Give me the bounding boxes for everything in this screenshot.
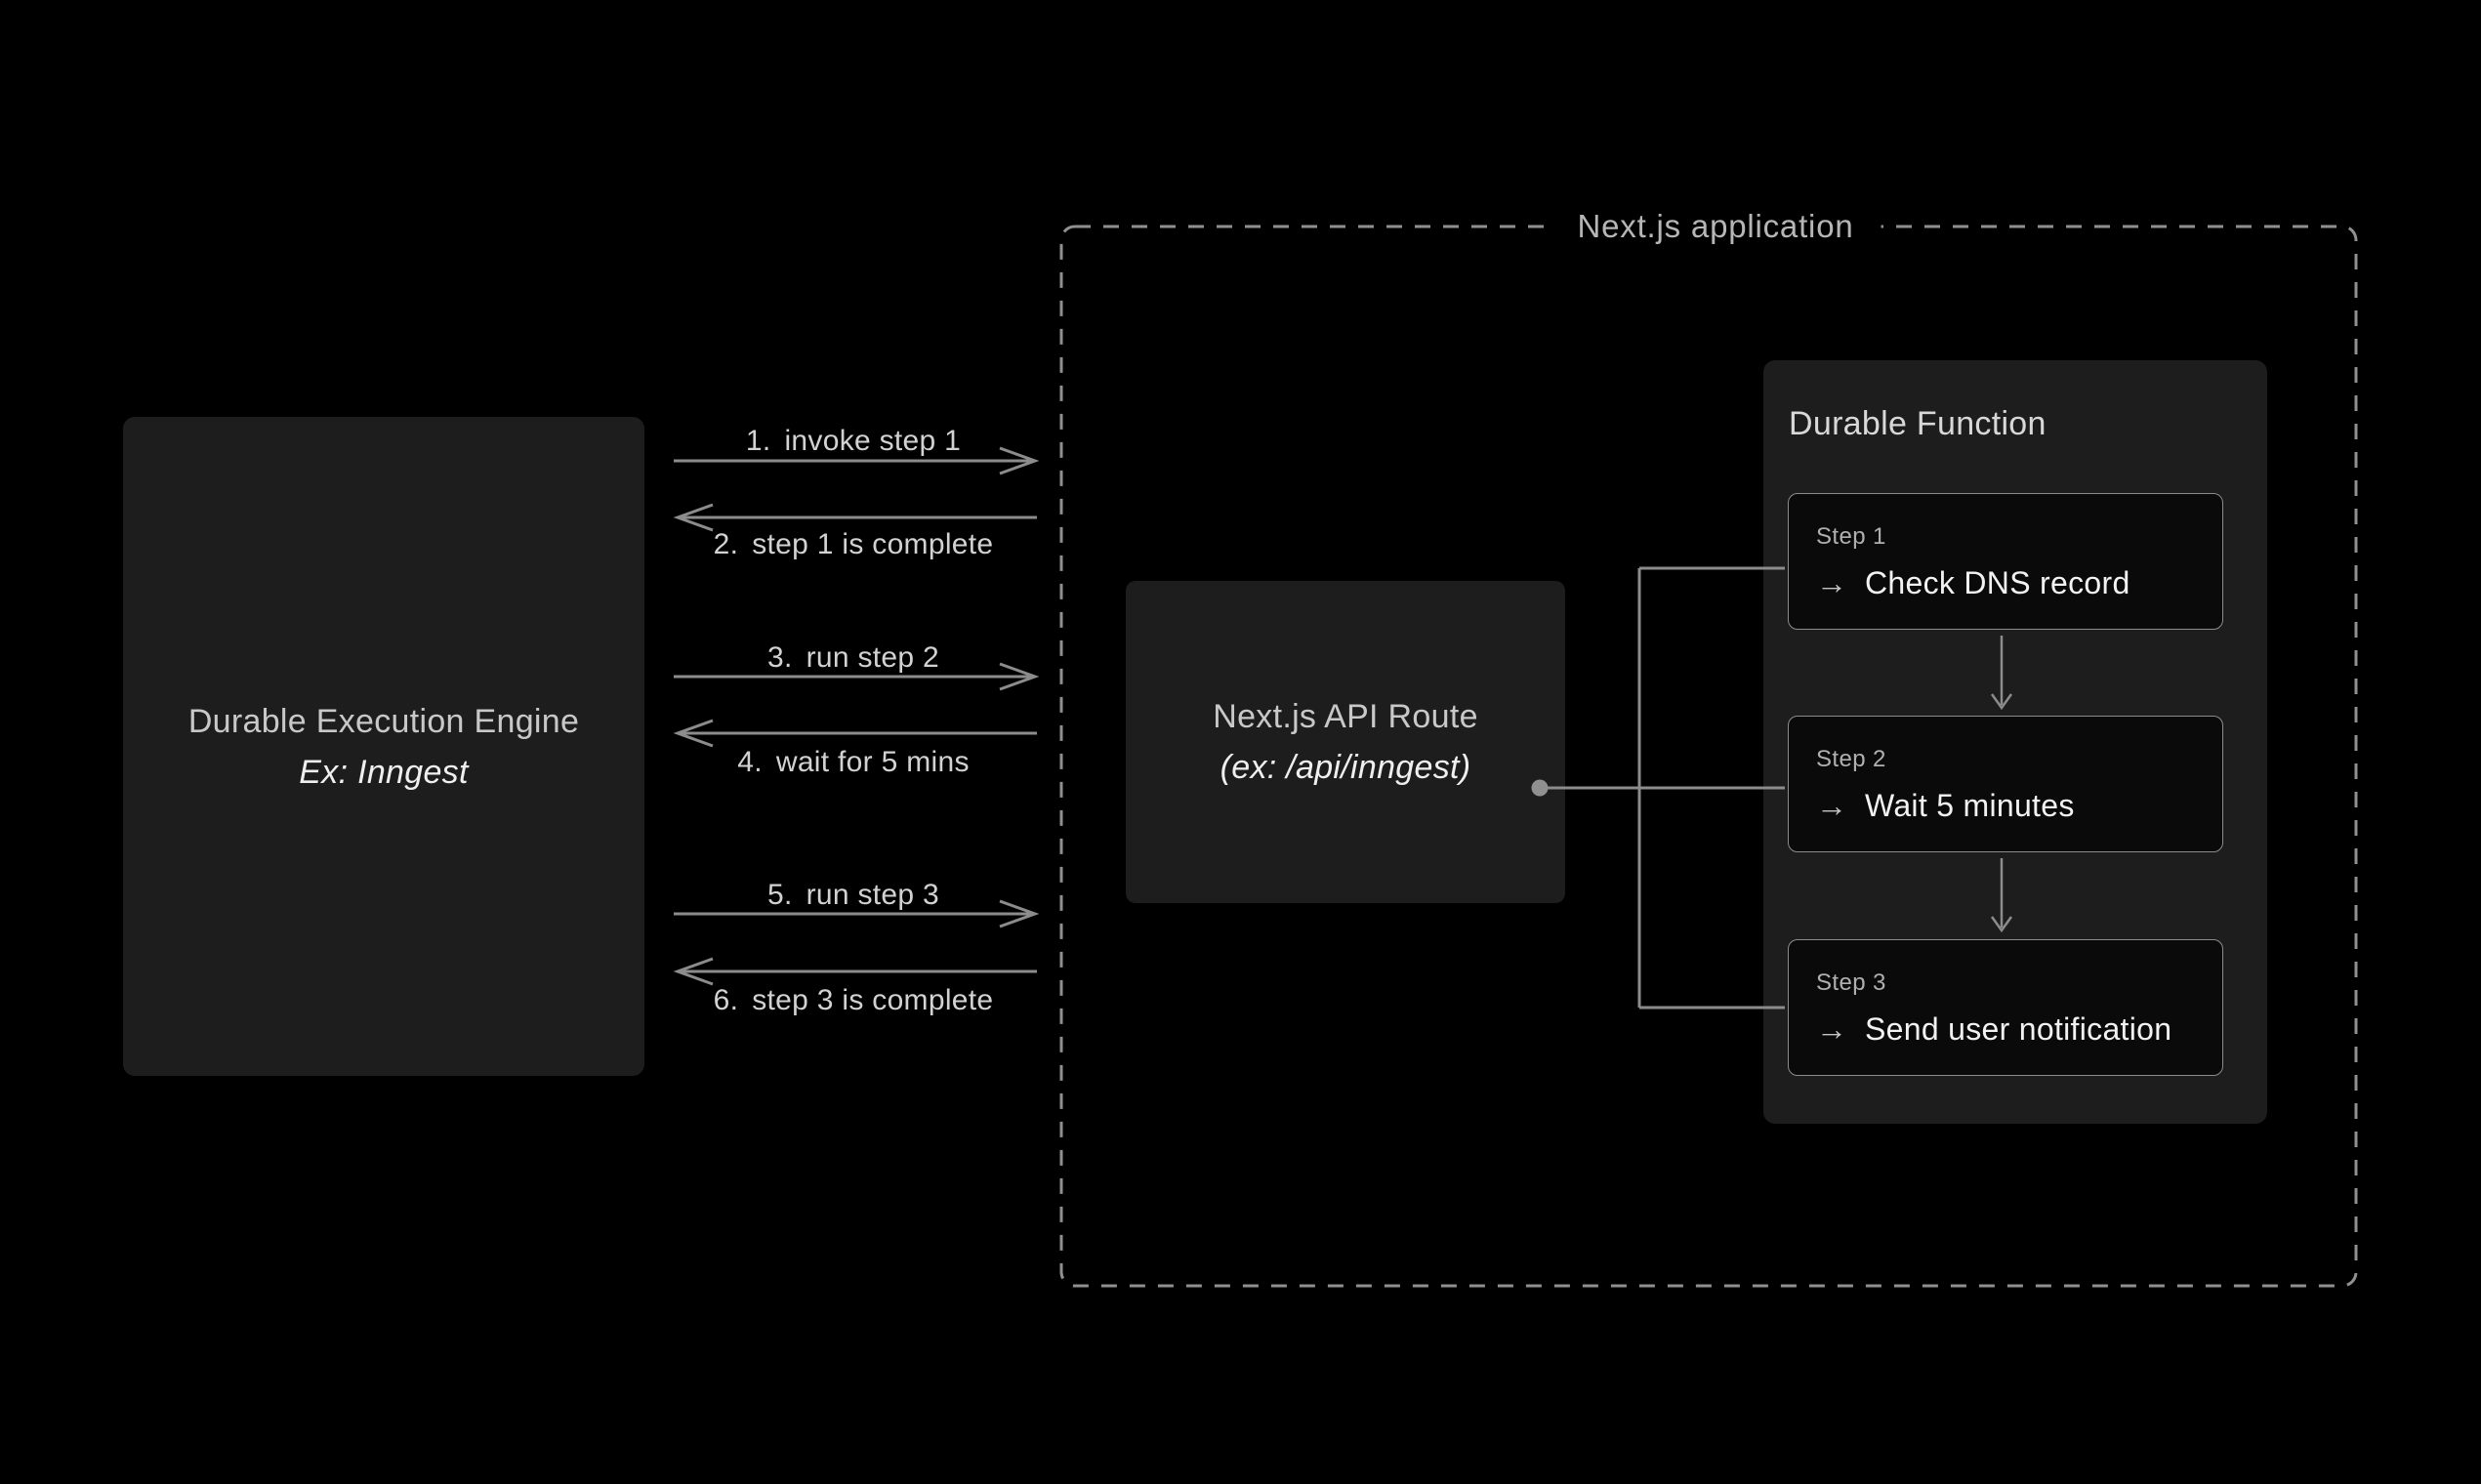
sequence-message-label-1: 1. invoke step 1 (674, 420, 1033, 463)
step-arrow-icon: → (1816, 565, 1847, 600)
message-number: 3. (766, 641, 793, 674)
step-card-2: Step 2 → Wait 5 minutes (1788, 716, 2223, 852)
nextjs-application-label: Next.js application (1550, 208, 1881, 245)
api-route-title: Next.js API Route (1213, 698, 1478, 735)
sequence-message-label-5: 5. run step 3 (674, 874, 1033, 917)
durable-execution-engine-box: Durable Execution Engine Ex: Inngest (123, 417, 644, 1076)
step-3-label: Step 3 (1816, 969, 1886, 996)
message-text: invoke step 1 (784, 425, 962, 457)
sequence-message-label-6: 6. step 3 is complete (674, 979, 1033, 1022)
message-number: 1. (745, 425, 771, 457)
step-2-action-text: Wait 5 minutes (1865, 788, 2075, 823)
durable-function-panel: Durable Function Step 1 → Check DNS reco… (1763, 360, 2267, 1124)
message-text: run step 3 (806, 879, 940, 911)
message-text: step 3 is complete (752, 984, 994, 1016)
message-number: 4. (737, 746, 763, 778)
engine-box-title: Durable Execution Engine (187, 702, 580, 740)
step-1-label: Step 1 (1816, 523, 1886, 550)
step-3-action-text: Send user notification (1865, 1011, 2172, 1047)
message-number: 2. (713, 528, 739, 560)
sequence-message-label-2: 2. step 1 is complete (674, 523, 1033, 566)
step-2-label: Step 2 (1816, 746, 1886, 772)
step-card-3: Step 3 → Send user notification (1788, 939, 2223, 1076)
message-text: wait for 5 mins (775, 746, 970, 778)
step-arrow-icon: → (1816, 1011, 1847, 1047)
step-arrow-icon: → (1816, 788, 1847, 823)
nextjs-api-route-box: Next.js API Route (ex: /api/inngest) (1126, 581, 1565, 903)
sequence-message-label-4: 4. wait for 5 mins (674, 741, 1033, 784)
step-2-action-row: → Wait 5 minutes (1816, 789, 2195, 822)
engine-box-subtitle: Ex: Inngest (299, 753, 469, 791)
message-number: 5. (766, 879, 793, 911)
step-card-1: Step 1 → Check DNS record (1788, 493, 2223, 630)
step-1-action-text: Check DNS record (1865, 565, 2130, 600)
durable-function-title: Durable Function (1789, 405, 2047, 442)
step-3-action-row: → Send user notification (1816, 1012, 2195, 1046)
message-number: 6. (713, 984, 739, 1016)
connector-lines (1548, 566, 1785, 1010)
message-text: run step 2 (806, 641, 940, 674)
step-1-action-row: → Check DNS record (1816, 566, 2195, 599)
sequence-message-label-3: 3. run step 2 (674, 637, 1033, 680)
api-route-subtitle: (ex: /api/inngest) (1220, 749, 1471, 786)
message-text: step 1 is complete (752, 528, 994, 560)
